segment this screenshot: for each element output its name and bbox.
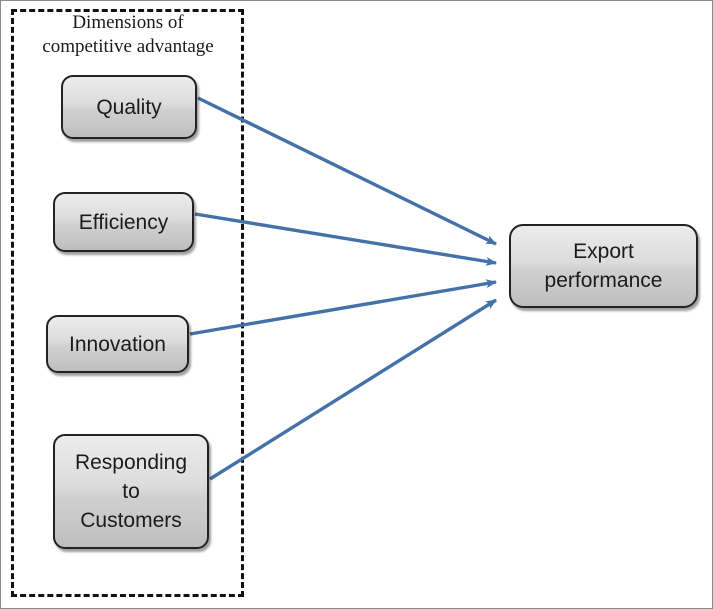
node-quality[interactable]: Quality (61, 75, 197, 139)
node-export-performance[interactable]: Export performance (509, 224, 698, 308)
node-responding[interactable]: Responding to Customers (53, 434, 209, 549)
group-title: Dimensions of competitive advantage (42, 12, 214, 57)
node-innovation[interactable]: Innovation (46, 315, 189, 373)
edge-responding-to-export (209, 298, 497, 481)
node-efficiency[interactable]: Efficiency (53, 192, 194, 252)
